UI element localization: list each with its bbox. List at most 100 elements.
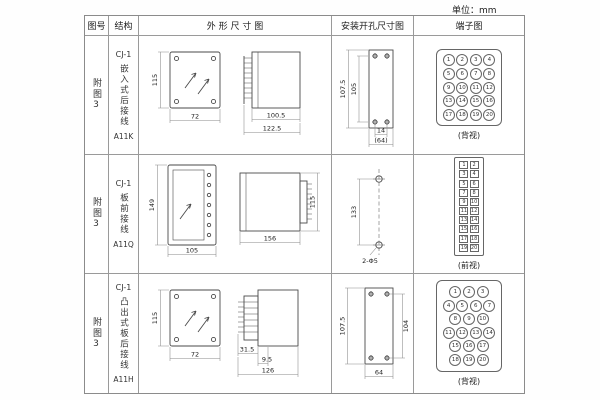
header-structure: 结构: [109, 16, 139, 36]
dim-b2: (64): [374, 136, 387, 144]
terminal-15: 15: [469, 95, 482, 108]
dim-depth: 156: [263, 234, 275, 242]
dimension-lines: [356, 178, 376, 255]
terminal-5: 5: [459, 179, 469, 188]
side-view: [239, 172, 312, 231]
terminal-5: 5: [456, 299, 469, 312]
dimension-lines: [344, 287, 405, 379]
model-code: A11K: [113, 131, 134, 141]
terminal-3: 3: [459, 170, 469, 179]
view-label: (背视): [457, 131, 481, 141]
dimension-lines: [157, 289, 298, 377]
dim-width: 105: [185, 246, 197, 254]
figure-number: 附图3: [91, 316, 101, 351]
terminal-17: 17: [476, 340, 489, 353]
dim-v1: 133: [350, 205, 358, 217]
dim-width: 72: [190, 351, 198, 359]
mounting-drawing: 133 2-Φ5: [332, 155, 414, 274]
outline-drawing-svg: 115 72 100.5 122.5: [151, 51, 300, 135]
dim-total-depth: 122.5: [262, 124, 281, 132]
terminal-19: 19: [469, 108, 482, 121]
figure-number-cell: 附图3: [85, 36, 109, 155]
terminal-3: 3: [469, 54, 482, 67]
dimension-lines: [345, 49, 393, 147]
figure-number: 附图3: [91, 197, 101, 231]
drill-holes: [372, 168, 385, 255]
terminal-14: 14: [456, 95, 469, 108]
terminal-7: 7: [459, 188, 469, 197]
dim-width: 72: [190, 112, 198, 120]
dim-b: 9.5: [261, 356, 271, 364]
dim-side-height: 115: [308, 195, 316, 207]
terminal-2: 2: [463, 286, 475, 299]
terminal-8: 8: [449, 313, 462, 326]
model-code: A11H: [113, 375, 134, 385]
mounting-drawing-svg: 107.5 105 14 (64): [339, 49, 393, 147]
terminal-2: 2: [456, 54, 469, 67]
structure-text: 嵌入式后接线: [118, 63, 129, 127]
outline-drawing: 115 72 31.5 9.5 126: [139, 274, 332, 393]
terminal-18: 18: [469, 234, 479, 243]
header-outline: 外 形 尺 寸 图: [139, 16, 332, 36]
terminal-6: 6: [469, 299, 482, 312]
model-series: CJ-1: [115, 282, 132, 292]
terminal-2: 2: [469, 161, 479, 170]
terminal-10: 10: [476, 313, 489, 326]
terminal-8: 8: [469, 188, 479, 197]
unit-label: 单位：mm: [452, 6, 497, 16]
terminal-16: 16: [463, 340, 475, 353]
terminal-4: 4: [442, 299, 455, 312]
terminal-1: 1: [459, 161, 469, 170]
structure-cell: CJ-1 板前接线 A11Q: [109, 155, 139, 274]
dim-height: 115: [151, 73, 159, 85]
terminal-17: 17: [442, 108, 455, 121]
mounting-drawing: 107.5 104 64: [332, 274, 414, 393]
terminal-12: 12: [483, 81, 496, 94]
terminal-13: 13: [442, 95, 455, 108]
dim-b1: 64: [374, 369, 382, 377]
figure-number-cell: 附图3: [85, 274, 109, 393]
terminal-10: 10: [469, 197, 479, 206]
dim-v2: 105: [350, 82, 358, 94]
structure-cell: CJ-1 嵌入式后接线 A11K: [109, 36, 139, 155]
dim-v2: 104: [402, 320, 410, 332]
terminal-16: 16: [469, 225, 479, 234]
terminal-13: 13: [459, 216, 469, 225]
view-label: (前视): [457, 261, 481, 271]
terminal-19: 19: [459, 243, 469, 252]
dim-b1: 14: [376, 126, 384, 134]
front-view: [169, 289, 220, 347]
dim-a: 31.5: [239, 346, 253, 354]
terminal-20: 20: [469, 243, 479, 252]
mounting-drawing: 107.5 105 14 (64): [332, 36, 414, 155]
terminal-9: 9: [463, 313, 475, 326]
header-mounting: 安装开孔尺寸图: [332, 16, 414, 36]
holes-label: 2-Φ5: [362, 257, 378, 265]
terminal-7: 7: [483, 299, 496, 312]
terminal-12: 12: [469, 207, 479, 216]
terminal-8: 8: [483, 67, 496, 80]
model-code: A11Q: [113, 240, 134, 249]
terminal-20: 20: [483, 108, 496, 121]
dim-depth: 126: [261, 367, 273, 375]
outline-drawing-svg: 149 105 156 115: [148, 164, 320, 257]
